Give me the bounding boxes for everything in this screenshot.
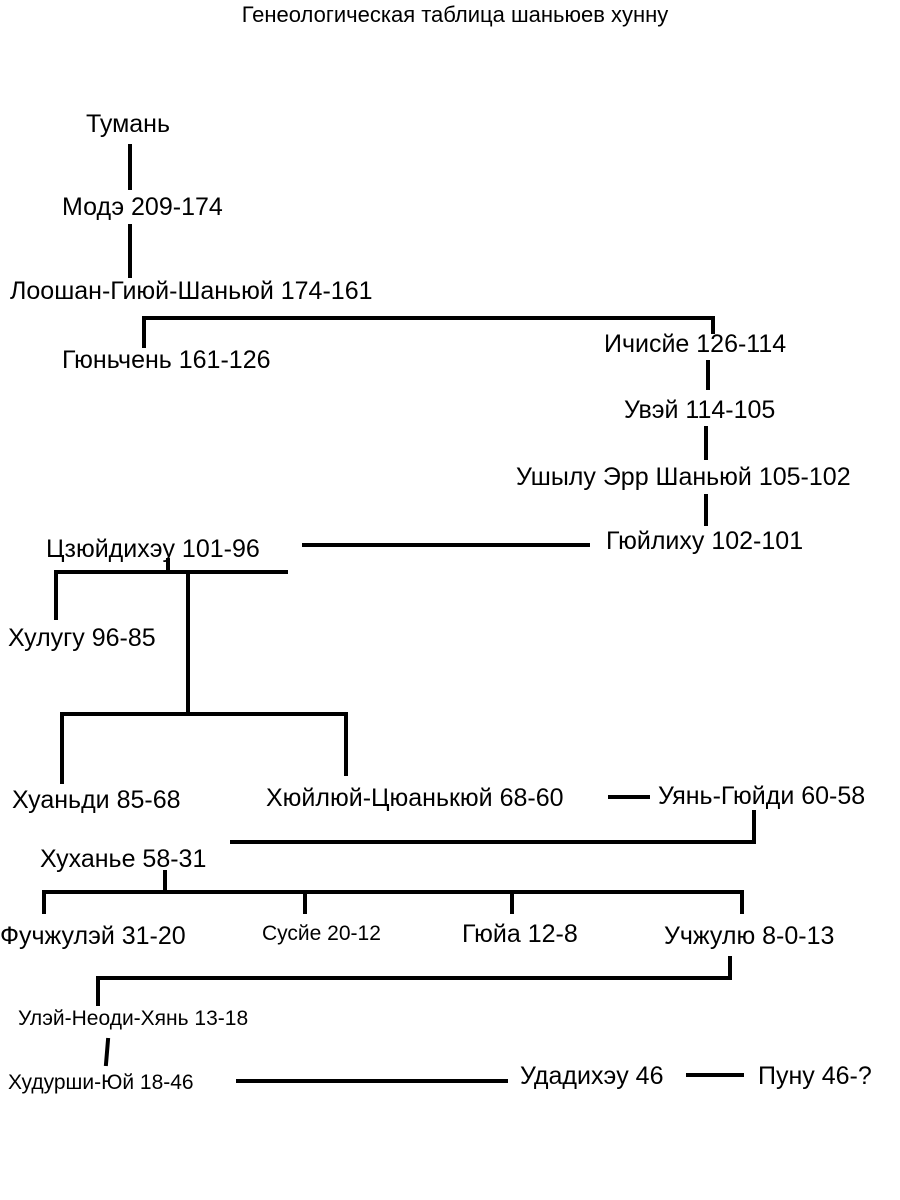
node-udadihei: Удадихэу 46 (520, 1062, 663, 1090)
node-uvei: Увэй 114-105 (624, 396, 775, 424)
node-hudurshi: Худурши-Юй 18-46 (8, 1071, 194, 1094)
node-gyunchen: Гюньчень 161-126 (62, 346, 271, 374)
node-hyuilyui: Хюйлюй-Цюанькюй 68-60 (266, 784, 564, 812)
diagram-title: Генеологическая таблица шаньюев хунну (242, 2, 669, 27)
node-uyan: Уянь-Гюйди 60-58 (658, 782, 865, 810)
node-fuzhzhulei: Фучжулэй 31-20 (0, 922, 186, 950)
node-uchzhulyu: Учжулю 8-0-13 (664, 922, 834, 950)
node-looshan: Лоошан-Гиюй-Шаньюй 174-161 (10, 277, 373, 305)
node-susie: Сусйе 20-12 (262, 922, 381, 945)
node-ulei: Улэй-Неоди-Хянь 13-18 (18, 1007, 248, 1030)
node-punu: Пуну 46-? (758, 1062, 872, 1090)
node-tuman: Тумань (86, 110, 170, 138)
node-ichisie: Ичисйе 126-114 (604, 330, 786, 358)
node-mode: Модэ 209-174 (62, 193, 223, 221)
node-ushylu: Ушылу Эрр Шаньюй 105-102 (516, 463, 851, 491)
node-huandi: Хуаньди 85-68 (12, 786, 181, 814)
node-huhanie: Хуханье 58-31 (40, 845, 206, 873)
node-gyuilihu: Гюйлиху 102-101 (606, 527, 803, 555)
node-hulugu: Хулугу 96-85 (8, 624, 156, 652)
node-tszyuidihei: Цзюйдихэу 101-96 (46, 535, 260, 563)
node-gyuia: Гюйа 12-8 (462, 920, 578, 948)
edge-ulei-hudurshi (103, 1037, 111, 1067)
